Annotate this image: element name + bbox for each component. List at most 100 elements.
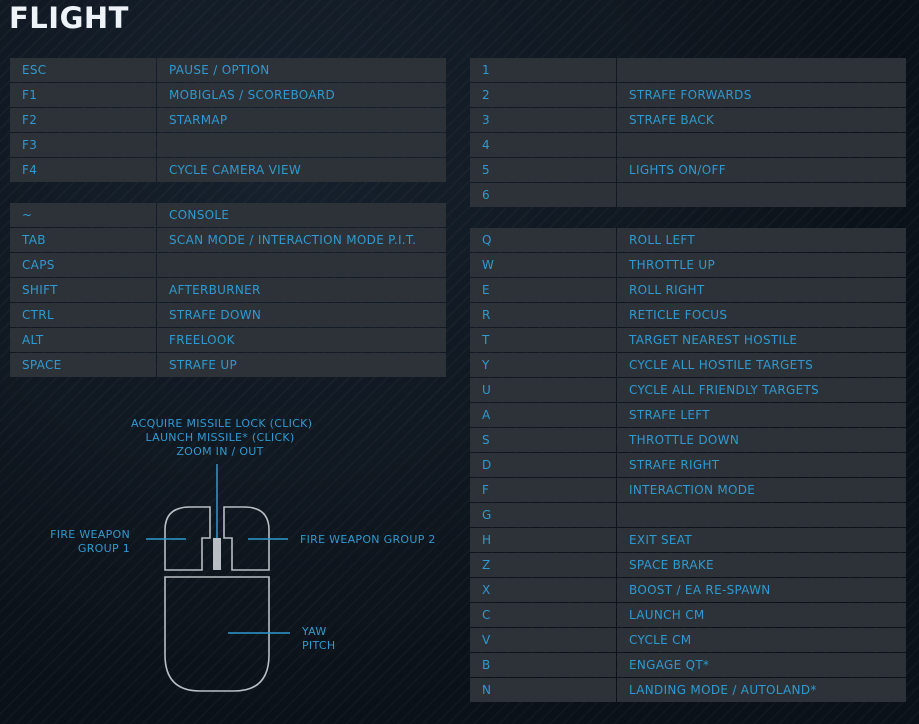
keybind-action — [157, 253, 446, 277]
keybind-key: ESC — [10, 58, 156, 82]
keybind-action — [617, 183, 906, 207]
keybind-action: STRAFE DOWN — [157, 303, 446, 327]
keybind-key: B — [470, 653, 616, 677]
keybind-action: LANDING MODE / AUTOLAND* — [617, 678, 906, 702]
wheel-label-1: ACQUIRE MISSILE LOCK (CLICK) — [131, 417, 313, 430]
keybind-action: STRAFE BACK — [617, 108, 906, 132]
page-title: FLIGHT — [9, 1, 129, 35]
keybind-action: MOBIGLAS / SCOREBOARD — [157, 83, 446, 107]
keybind-key: ALT — [10, 328, 156, 352]
keybind-key: R — [470, 303, 616, 327]
keybind-action: CYCLE CAMERA VIEW — [157, 158, 446, 182]
keybind-key: 6 — [470, 183, 616, 207]
keybind-key: C — [470, 603, 616, 627]
keybind-action: EXIT SEAT — [617, 528, 906, 552]
move-label-2: PITCH — [302, 639, 336, 652]
keybind-action: STARMAP — [157, 108, 446, 132]
keybind-key: X — [470, 578, 616, 602]
keybind-action: INTERACTION MODE — [617, 478, 906, 502]
keybind-key: H — [470, 528, 616, 552]
keybind-key: Z — [470, 553, 616, 577]
keybind-row: 4 — [470, 133, 906, 157]
keybind-action: CONSOLE — [157, 203, 446, 227]
keybind-key: A — [470, 403, 616, 427]
keybind-action: FREELOOK — [157, 328, 446, 352]
move-label-1: YAW — [302, 625, 327, 638]
keybind-key: E — [470, 278, 616, 302]
keybind-action: THROTTLE DOWN — [617, 428, 906, 452]
keybind-key: F2 — [10, 108, 156, 132]
keybind-action: SPACE BRAKE — [617, 553, 906, 577]
keybind-action: BOOST / EA RE-SPAWN — [617, 578, 906, 602]
keybind-row: F3 — [10, 133, 446, 157]
mouse-wheel — [213, 538, 221, 570]
left-button-label-2: GROUP 1 — [77, 542, 130, 555]
keybind-action: ROLL RIGHT — [617, 278, 906, 302]
keybind-action: STRAFE FORWARDS — [617, 83, 906, 107]
keybind-key: F — [470, 478, 616, 502]
keybind-row: 1 — [470, 58, 906, 82]
keybind-action: AFTERBURNER — [157, 278, 446, 302]
mouse-left-button — [164, 506, 211, 571]
keybind-key: T — [470, 328, 616, 352]
keybind-key: Q — [470, 228, 616, 252]
keybind-key: 3 — [470, 108, 616, 132]
keybind-key: 4 — [470, 133, 616, 157]
keybind-action: ROLL LEFT — [617, 228, 906, 252]
keybind-key: SPACE — [10, 353, 156, 377]
wheel-label-2: LAUNCH MISSILE* (CLICK) — [145, 431, 295, 444]
keybind-action: PAUSE / OPTION — [157, 58, 446, 82]
keybind-action: STRAFE LEFT — [617, 403, 906, 427]
keybind-row: CAPS — [10, 253, 446, 277]
keybind-key: G — [470, 503, 616, 527]
keybind-key: S — [470, 428, 616, 452]
keybind-action — [617, 58, 906, 82]
keybind-action: SCAN MODE / INTERACTION MODE P.I.T. — [157, 228, 446, 252]
right-button-label: FIRE WEAPON GROUP 2 — [300, 533, 436, 546]
keybind-key: ~ — [10, 203, 156, 227]
mouse-right-button — [223, 506, 270, 571]
keybind-action — [157, 133, 446, 157]
keybind-key: F1 — [10, 83, 156, 107]
keybind-action — [617, 503, 906, 527]
keybind-action: CYCLE ALL HOSTILE TARGETS — [617, 353, 906, 377]
keybind-action: CYCLE CM — [617, 628, 906, 652]
keybind-key: 1 — [470, 58, 616, 82]
mouse-body — [164, 576, 270, 692]
keybind-action: LAUNCH CM — [617, 603, 906, 627]
keybind-action: CYCLE ALL FRIENDLY TARGETS — [617, 378, 906, 402]
keybind-action: TARGET NEAREST HOSTILE — [617, 328, 906, 352]
keybind-key: U — [470, 378, 616, 402]
keybind-key: CAPS — [10, 253, 156, 277]
keybind-action: STRAFE RIGHT — [617, 453, 906, 477]
keybind-key: Y — [470, 353, 616, 377]
keybind-key: 5 — [470, 158, 616, 182]
keybind-key: F4 — [10, 158, 156, 182]
keybind-key: SHIFT — [10, 278, 156, 302]
keybind-key: W — [470, 253, 616, 277]
